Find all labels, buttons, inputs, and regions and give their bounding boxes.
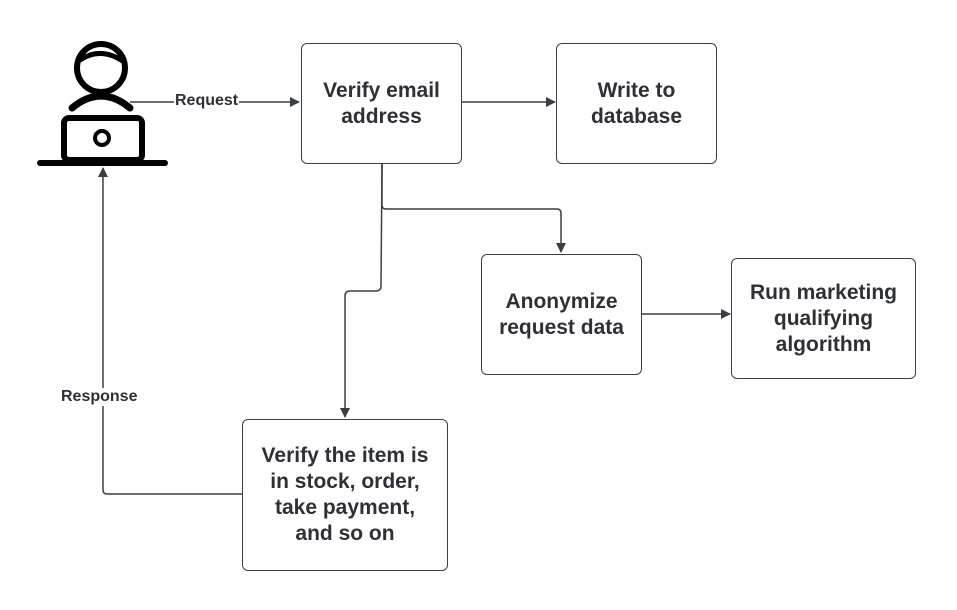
response-label: Response — [60, 388, 139, 406]
verify-email-label: Verify email address — [323, 78, 440, 128]
edge-email-to-anonymize — [381, 164, 566, 253]
write-database-node: Write to database — [556, 43, 717, 164]
anonymize-node: Anonymize request data — [481, 254, 642, 375]
edge-email-to-stock — [340, 163, 383, 418]
edge-response — [98, 167, 242, 495]
user-at-laptop-icon — [37, 41, 168, 166]
anonymize-label: Anonymize request data — [499, 289, 624, 339]
verify-stock-label: Verify the item is in stock, order, take… — [261, 444, 429, 545]
marketing-node: Run marketing qualifying algorithm — [731, 258, 916, 379]
request-label: Request — [174, 92, 240, 110]
marketing-label: Run marketing qualifying algorithm — [749, 280, 898, 356]
verify-stock-node: Verify the item is in stock, order, take… — [242, 419, 448, 571]
write-database-label: Write to database — [590, 78, 683, 128]
verify-email-node: Verify email address — [301, 43, 462, 164]
